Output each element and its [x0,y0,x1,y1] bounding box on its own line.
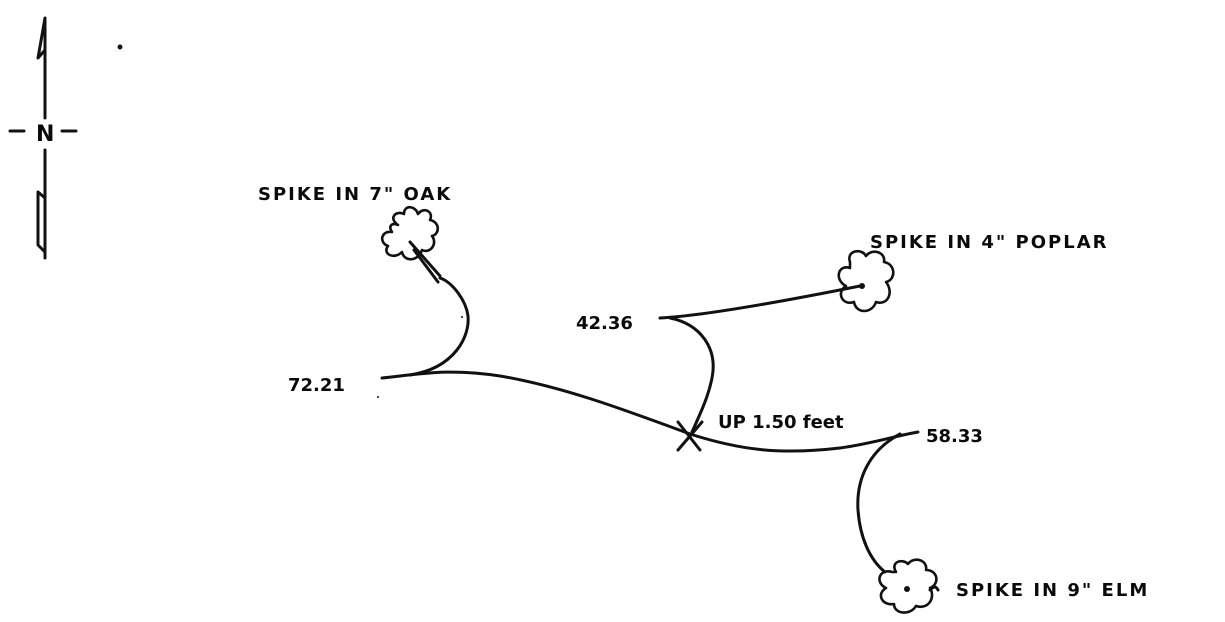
elm-tree-icon [878,558,938,614]
poplar-distance-label: 42.36 [576,313,633,334]
oak-tree-icon [380,205,440,261]
poplar-spike-point [859,283,865,289]
elm-spike-line [928,585,940,592]
benchmark-label: UP 1.50 feet [718,412,844,433]
benchmark-marker-icon [676,420,704,452]
oak-spike-line [408,240,442,278]
north-arrow-tail [36,190,47,254]
north-label: N [36,122,54,147]
north-arrow-head [36,16,47,60]
main-traverse-line [380,370,920,453]
stray-dot [377,396,379,398]
oak-spike-line-2 [412,248,440,284]
elm-tie-line [856,432,902,574]
poplar-reference-label: SPIKE IN 4" POPLAR [870,232,1109,253]
elm-spike-point [904,586,910,592]
oak-tie-line [408,276,470,377]
poplar-tie-line-lower [668,316,715,434]
poplar-tree-icon [837,249,895,313]
north-arrow: N [8,16,78,260]
elm-reference-label: SPIKE IN 9" ELM [956,580,1149,601]
stray-dot [117,44,123,50]
oak-reference-label: SPIKE IN 7" OAK [258,184,452,205]
oak-distance-label: 72.21 [288,375,345,396]
stray-dot [461,316,463,318]
poplar-tie-line-upper [658,284,862,320]
elm-distance-label: 58.33 [926,426,983,447]
